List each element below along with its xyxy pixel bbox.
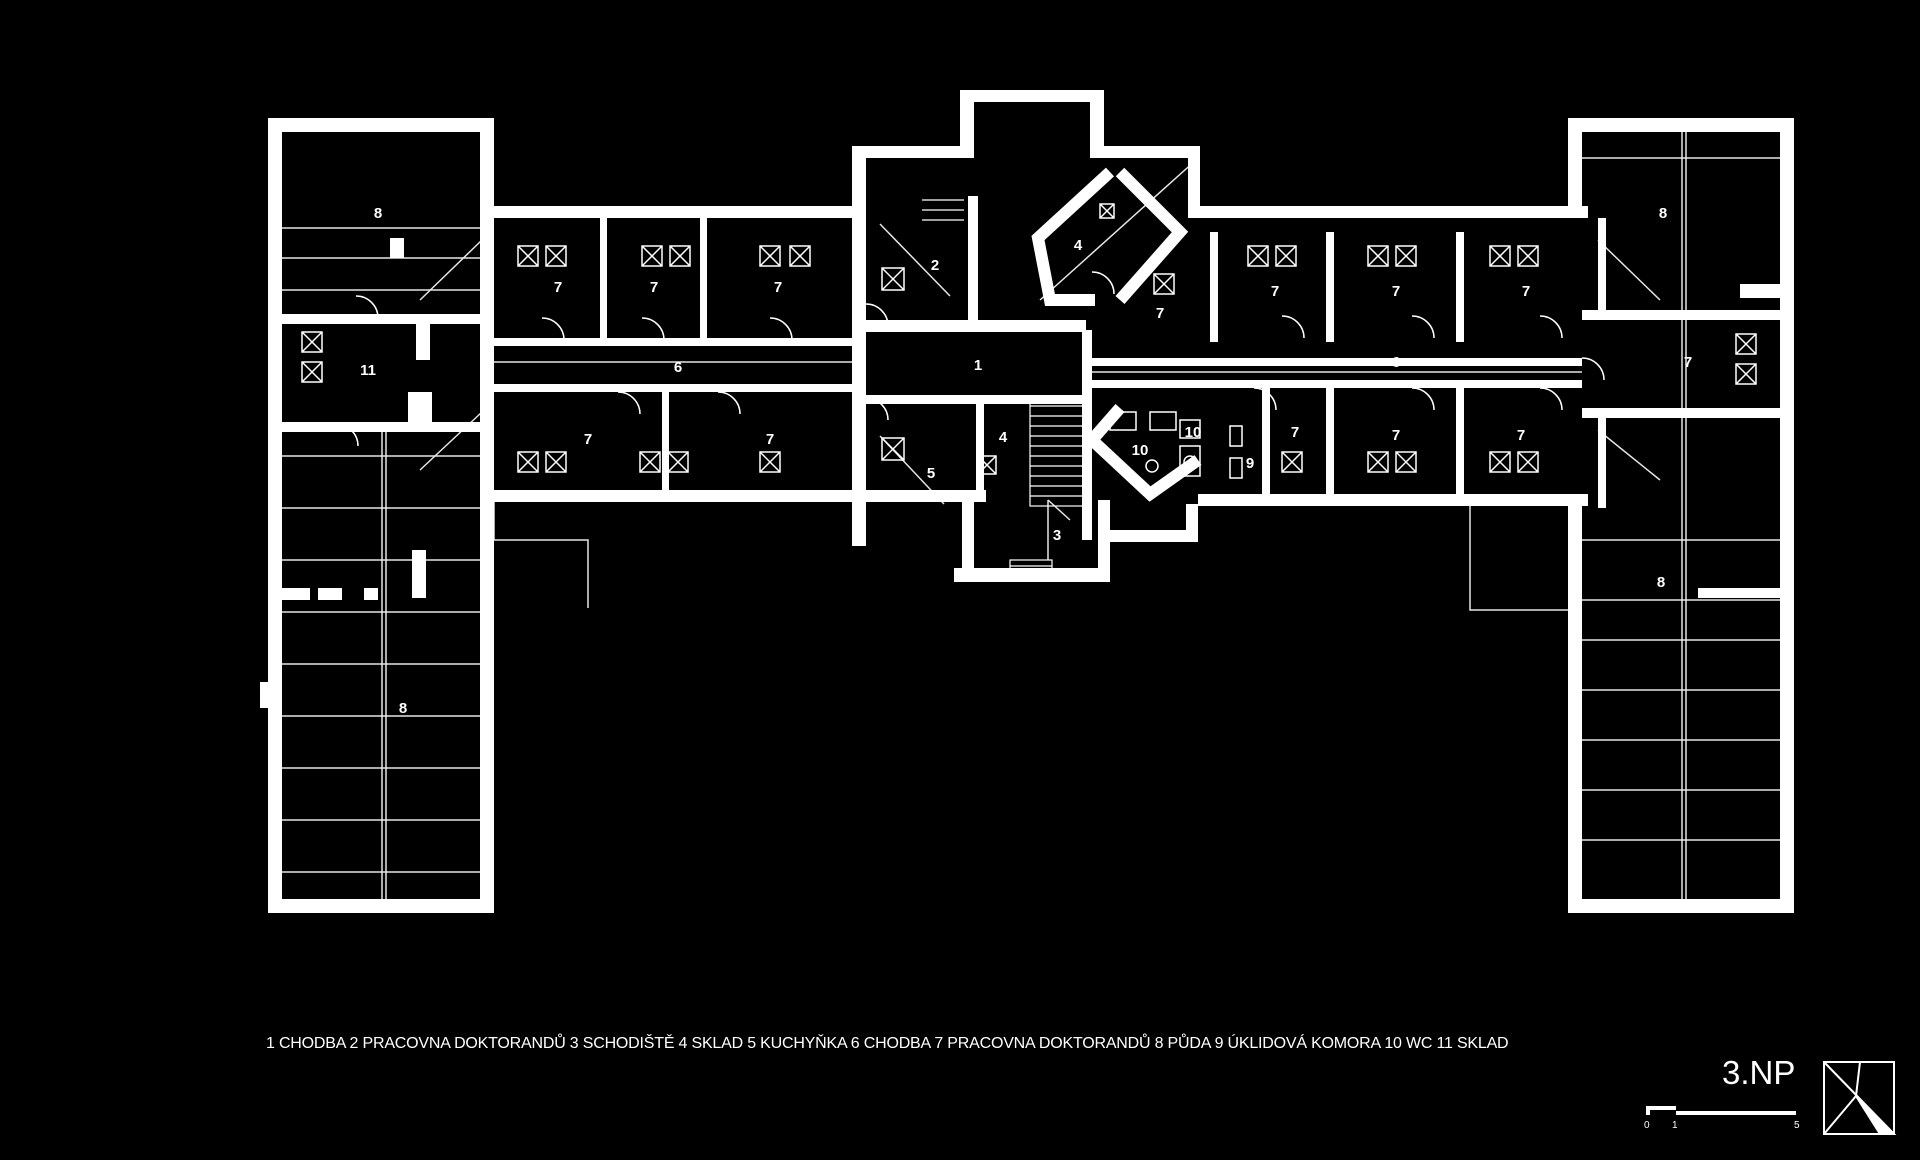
room-label: 1 bbox=[974, 357, 982, 374]
thin-lines bbox=[282, 132, 1780, 899]
room-label: 10 bbox=[1132, 442, 1149, 459]
room-label: 7 bbox=[1392, 283, 1400, 300]
room-label: 8 bbox=[1659, 205, 1667, 222]
diagonal-walls bbox=[1031, 167, 1202, 502]
scale-label-5: 5 bbox=[1794, 1120, 1800, 1131]
floor-label: 3.NP bbox=[1722, 1054, 1796, 1091]
staircase-steps bbox=[922, 199, 1087, 581]
room-label: 4 bbox=[999, 429, 1008, 446]
room-label: 7 bbox=[650, 279, 658, 296]
room-label: 7 bbox=[1291, 424, 1299, 441]
room-label: 4 bbox=[1074, 237, 1083, 254]
room-label: 9 bbox=[1246, 455, 1254, 472]
room-label: 5 bbox=[927, 465, 935, 482]
walls bbox=[260, 90, 1794, 913]
room-label: 7 bbox=[774, 279, 782, 296]
room-label: 8 bbox=[399, 700, 407, 717]
room-label: 3 bbox=[1053, 527, 1061, 544]
room-label: 10 bbox=[1185, 424, 1202, 441]
sanitary-fixtures bbox=[1109, 411, 1243, 479]
room-label: 7 bbox=[584, 431, 592, 448]
room-labels: 8 8 11 7 7 7 6 7 7 2 1 4 4 5 3 7 10 10 9… bbox=[360, 205, 1692, 717]
room-label: 7 bbox=[1522, 283, 1530, 300]
room-label: 7 bbox=[554, 279, 562, 296]
vent-markers bbox=[301, 203, 1757, 475]
room-label: 6 bbox=[674, 359, 682, 376]
door-swings bbox=[335, 271, 1605, 447]
scale-label-0: 0 bbox=[1644, 1120, 1650, 1131]
room-label: 7 bbox=[1392, 427, 1400, 444]
room-label: 6 bbox=[1392, 354, 1400, 371]
room-legend: 1 CHODBA 2 PRACOVNA DOKTORANDŮ 3 SCHODIŠ… bbox=[266, 1035, 1509, 1052]
scale-label-1: 1 bbox=[1672, 1120, 1678, 1131]
north-arrow-icon bbox=[1823, 1061, 1897, 1135]
room-label: 7 bbox=[1517, 427, 1525, 444]
room-label: 8 bbox=[1657, 574, 1665, 591]
room-label: 7 bbox=[1684, 354, 1692, 371]
room-label: 7 bbox=[766, 431, 774, 448]
room-label: 11 bbox=[360, 362, 376, 379]
room-label: 2 bbox=[931, 257, 939, 274]
room-label: 8 bbox=[374, 205, 382, 222]
room-label: 7 bbox=[1271, 283, 1279, 300]
scale-bar bbox=[1646, 1106, 1796, 1115]
room-label: 7 bbox=[1156, 305, 1164, 322]
